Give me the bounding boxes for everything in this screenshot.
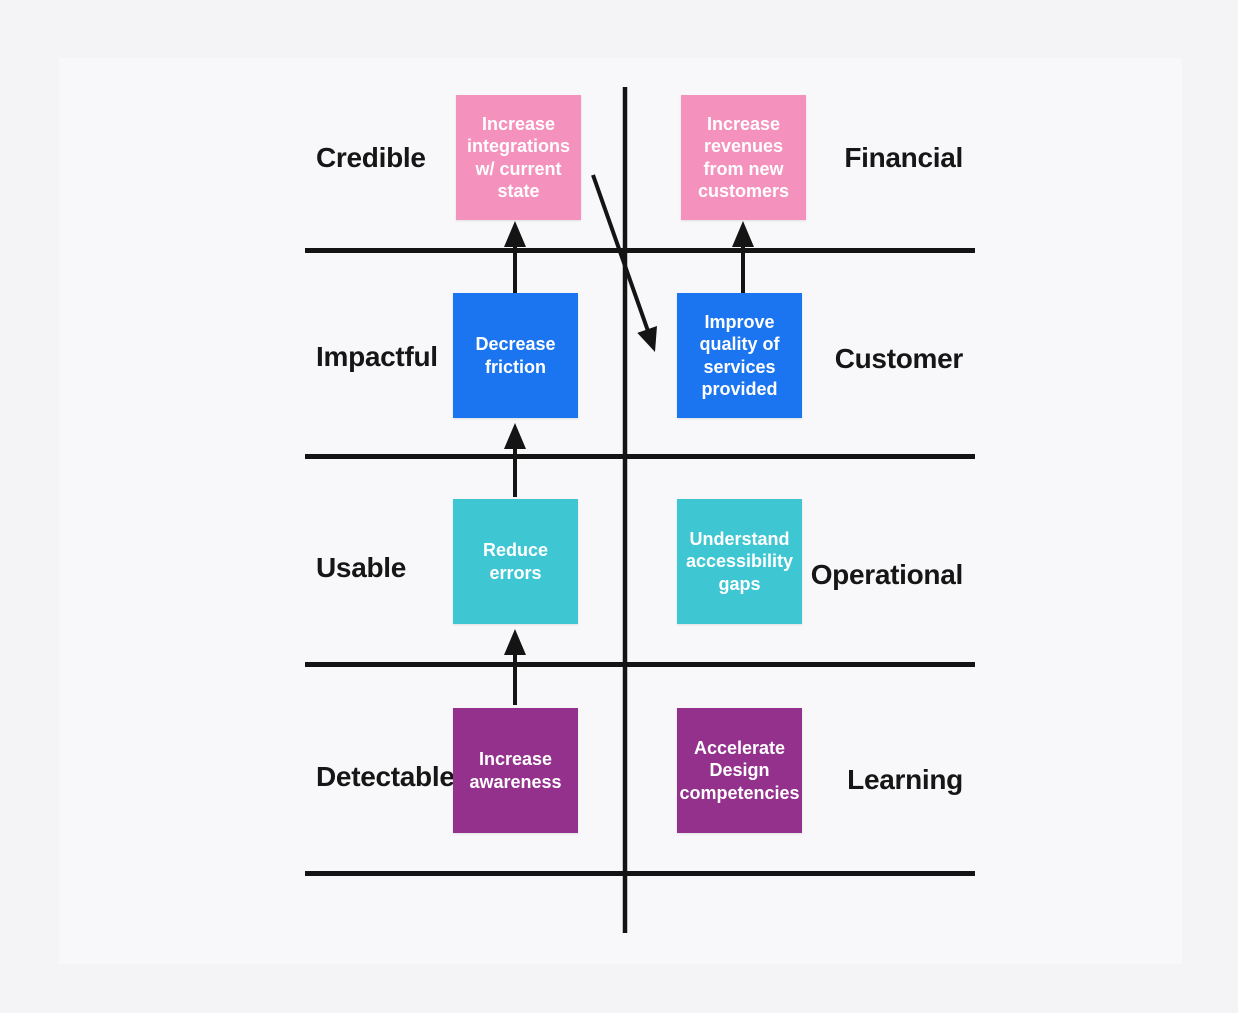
sticky-note-decrease-friction[interactable]: Decrease friction <box>453 293 578 418</box>
sticky-note-understand-accessibility[interactable]: Understand accessibility gaps <box>677 499 802 624</box>
sticky-note-text: Improve quality of services provided <box>699 311 780 399</box>
sticky-note-text: Accelerate Design competencies <box>679 738 800 803</box>
canvas-panel <box>59 58 1182 964</box>
sticky-note-reduce-errors[interactable]: Reduce errors <box>453 499 578 624</box>
col-label-customer: Customer <box>834 343 964 374</box>
sticky-note-text: Increase awareness <box>469 749 562 792</box>
sticky-note-text: Increase integrations w/ current state <box>466 113 570 201</box>
sticky-note-text: Decrease friction <box>475 334 556 377</box>
sticky-note-text: Reduce errors <box>482 540 549 583</box>
col-label-learning: Learning <box>847 764 963 795</box>
row-label-impactful: Impactful <box>316 341 438 372</box>
sticky-note-increase-integrations[interactable]: Increase integrations w/ current state <box>456 95 581 220</box>
sticky-note-text: Increase revenues from new customers <box>697 113 790 201</box>
row-label-credible: Credible <box>316 142 426 173</box>
sticky-note-accelerate-design[interactable]: Accelerate Design competencies <box>677 708 802 833</box>
sticky-note-text: Understand accessibility gaps <box>685 529 794 594</box>
col-label-financial: Financial <box>844 142 963 173</box>
row-label-usable: Usable <box>316 552 407 583</box>
row-label-detectable: Detectable <box>316 761 455 792</box>
sticky-note-improve-quality[interactable]: Improve quality of services provided <box>677 293 802 418</box>
sticky-note-increase-revenues[interactable]: Increase revenues from new customers <box>681 95 806 220</box>
sticky-note-increase-awareness[interactable]: Increase awareness <box>453 708 578 833</box>
col-label-operational: Operational <box>810 559 964 590</box>
